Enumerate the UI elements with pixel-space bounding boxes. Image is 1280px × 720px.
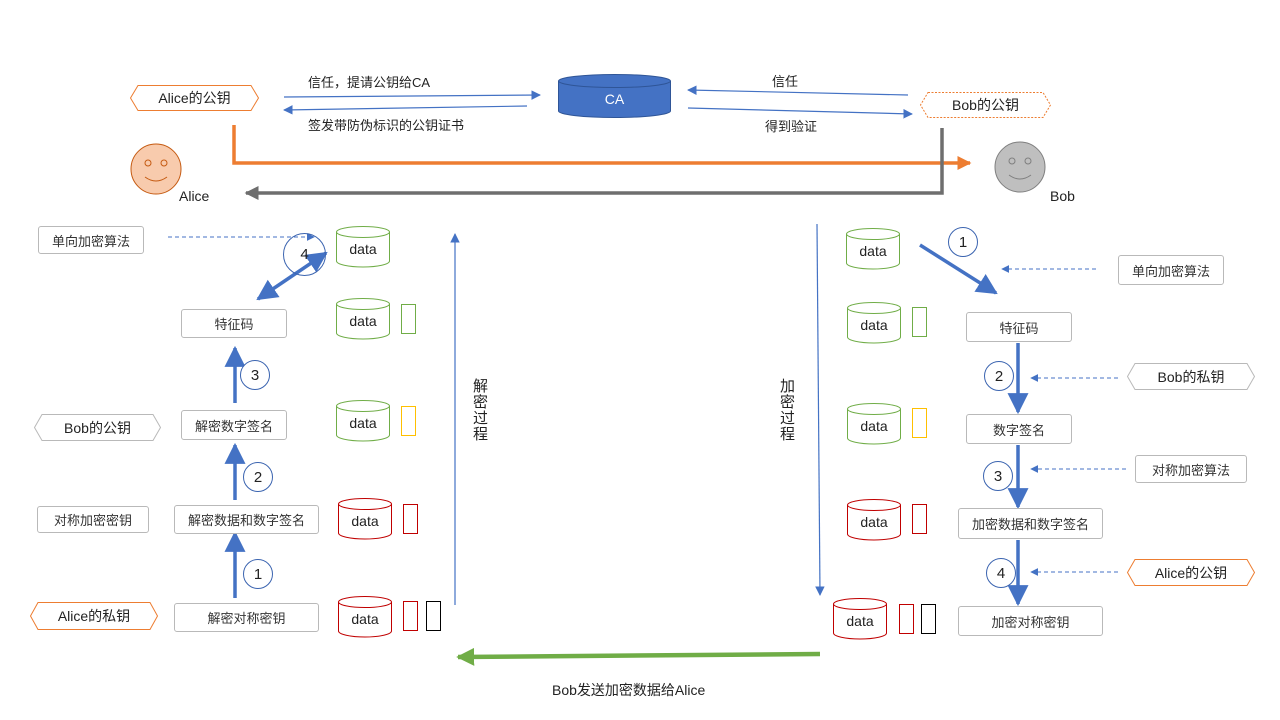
right-encrypt-data-signature-box: 加密数据和数字签名 xyxy=(958,508,1103,539)
alice-name: Alice xyxy=(179,188,210,204)
arrow-alice-key-to-bob xyxy=(232,125,972,170)
left-step-1: 1 xyxy=(243,559,273,589)
right-data-red-2: data xyxy=(833,598,887,640)
left-step-2: 2 xyxy=(243,462,273,492)
left-one-way-algo-box: 单向加密算法 xyxy=(38,226,144,254)
right-mark-red-1 xyxy=(912,504,927,534)
alice-face-icon xyxy=(130,143,182,195)
arrow-ca-to-alice xyxy=(283,105,528,115)
arrow-ca-to-bob xyxy=(687,107,913,119)
right-data-green-3: data xyxy=(847,403,901,445)
label-alice-request: 信任，提请公钥给CA xyxy=(308,75,431,90)
left-decrypt-symmetric-key-box: 解密对称密钥 xyxy=(174,603,319,632)
right-data-red-1: data xyxy=(847,499,901,541)
arrow-alice-to-ca xyxy=(283,90,541,100)
bob-private-key-right: Bob的私钥 xyxy=(1126,363,1256,390)
right-step-1: 1 xyxy=(948,227,978,257)
alice-public-key-right: Alice的公钥 xyxy=(1126,559,1256,586)
arrow-bob-key-to-alice xyxy=(244,128,944,200)
left-data-green-1: data xyxy=(336,226,390,268)
left-process-label: 解密过程 xyxy=(471,378,488,442)
right-step-3: 3 xyxy=(983,461,1013,491)
left-mark-green xyxy=(401,304,416,334)
arrow-bob-to-ca xyxy=(687,85,909,96)
left-data-red-2: data xyxy=(338,596,392,638)
left-mark-red-2 xyxy=(403,601,418,631)
left-symmetric-key-box: 对称加密密钥 xyxy=(37,506,149,533)
left-data-red-1: data xyxy=(338,498,392,540)
right-mark-red-2 xyxy=(899,604,914,634)
right-symmetric-algo-box: 对称加密算法 xyxy=(1135,455,1247,483)
left-step-3: 3 xyxy=(240,360,270,390)
left-decrypt-signature-box: 解密数字签名 xyxy=(181,410,287,440)
bob-public-key-top: Bob的公钥 xyxy=(919,92,1052,118)
left-mark-red-1 xyxy=(403,504,418,534)
alice-public-key-top: Alice的公钥 xyxy=(129,85,260,111)
right-data-green-2: data xyxy=(847,302,901,344)
right-mark-yellow xyxy=(912,408,927,438)
bob-face-icon xyxy=(994,141,1046,193)
right-feature-code-box: 特征码 xyxy=(966,312,1072,342)
right-mark-green xyxy=(912,307,927,337)
label-bob-verified: 得到验证 xyxy=(765,119,818,134)
left-mark-black xyxy=(426,601,441,631)
right-process-label: 加密过程 xyxy=(778,378,795,442)
left-feature-code-box: 特征码 xyxy=(181,309,287,338)
right-step-2: 2 xyxy=(984,361,1014,391)
left-data-green-3: data xyxy=(336,400,390,442)
label-alice-certificate: 签发带防伪标识的公钥证书 xyxy=(308,118,465,133)
bob-name: Bob xyxy=(1050,188,1075,204)
right-data-green-1: data xyxy=(846,228,900,270)
left-data-green-2: data xyxy=(336,298,390,340)
arrow-bob-sends-data xyxy=(456,647,821,666)
right-one-way-algo-box: 单向加密算法 xyxy=(1118,255,1224,285)
arrow-encrypt-process xyxy=(815,223,825,596)
left-decrypt-data-signature-box: 解密数据和数字签名 xyxy=(174,505,319,534)
bottom-caption: Bob发送加密数据给Alice xyxy=(552,682,706,698)
label-bob-trust: 信任 xyxy=(772,74,799,89)
ca-label: CA xyxy=(604,91,625,107)
right-step-4: 4 xyxy=(986,558,1016,588)
right-digital-signature-box: 数字签名 xyxy=(966,414,1072,444)
alice-private-key-left: Alice的私钥 xyxy=(29,602,159,630)
bob-public-key-left: Bob的公钥 xyxy=(33,414,162,441)
left-step-4: 4 xyxy=(283,233,326,276)
right-encrypt-symmetric-key-box: 加密对称密钥 xyxy=(958,606,1103,636)
right-mark-black xyxy=(921,604,936,634)
left-mark-yellow xyxy=(401,406,416,436)
ca-cylinder: CA xyxy=(558,74,671,118)
arrow-data-to-feature-right xyxy=(919,243,998,295)
